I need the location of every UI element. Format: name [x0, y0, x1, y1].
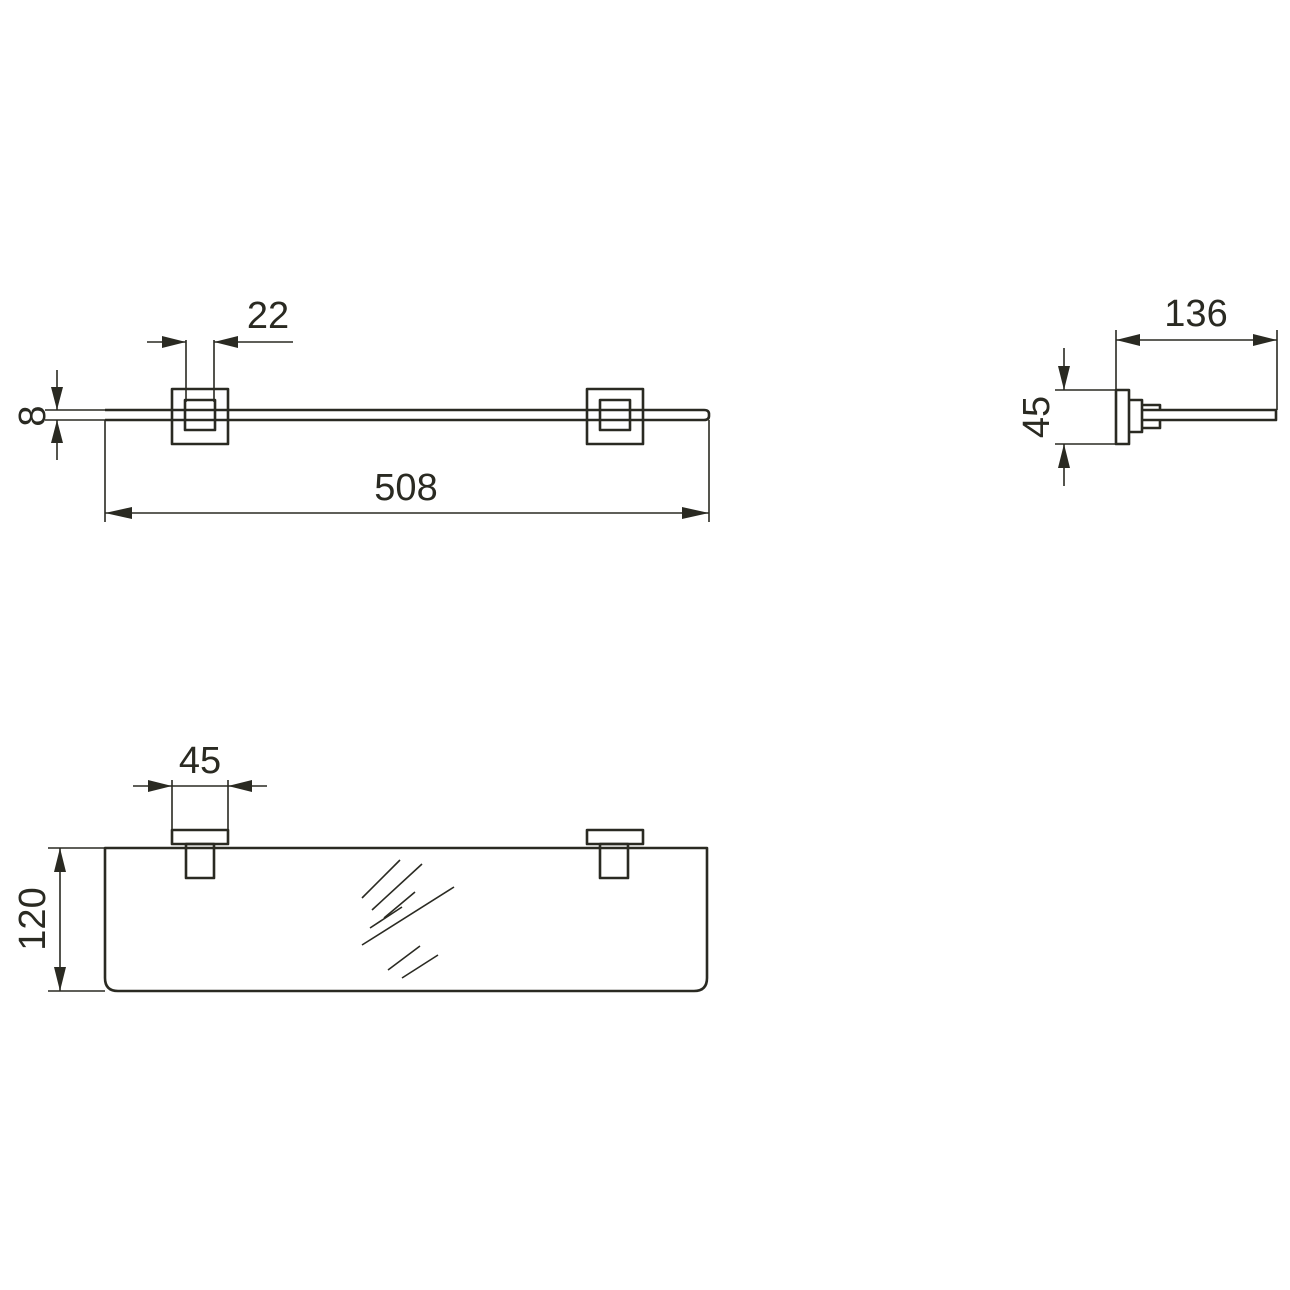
dim-label-45-top: 45	[179, 740, 221, 782]
dimension-136: 136	[1115, 293, 1278, 410]
dim-label-22: 22	[247, 295, 289, 337]
top-left-bracket-plate	[170, 828, 230, 846]
side-view	[1114, 388, 1278, 446]
top-left-bracket-arm	[184, 842, 216, 880]
front-right-bracket-inner	[598, 398, 632, 432]
top-glass-shelf	[103, 846, 709, 993]
front-glass-plate	[105, 408, 711, 422]
front-left-bracket-inner	[183, 398, 217, 432]
dimension-45-top: 45	[133, 740, 267, 830]
dimension-8: 8	[12, 370, 107, 460]
dimension-22: 22	[147, 295, 293, 402]
glass-reflection-lines	[361, 859, 455, 979]
dim-label-120: 120	[12, 887, 54, 950]
front-left-bracket-outer	[170, 387, 230, 446]
dim-label-508: 508	[374, 467, 437, 509]
front-right-bracket-outer	[585, 387, 645, 446]
dim-label-136: 136	[1164, 293, 1227, 335]
side-wall-mount	[1114, 388, 1131, 446]
dimension-508: 508	[104, 420, 710, 522]
dim-label-45-side: 45	[1016, 396, 1058, 438]
front-view	[105, 387, 711, 446]
top-view	[103, 828, 709, 993]
dimension-120: 120	[12, 847, 105, 992]
side-glass-plate	[1142, 408, 1278, 422]
dim-label-8: 8	[12, 405, 54, 426]
top-right-bracket-plate	[585, 828, 645, 846]
top-right-bracket-arm	[598, 842, 630, 880]
dimension-45-side: 45	[1016, 348, 1116, 486]
side-bracket-arm	[1129, 398, 1162, 434]
